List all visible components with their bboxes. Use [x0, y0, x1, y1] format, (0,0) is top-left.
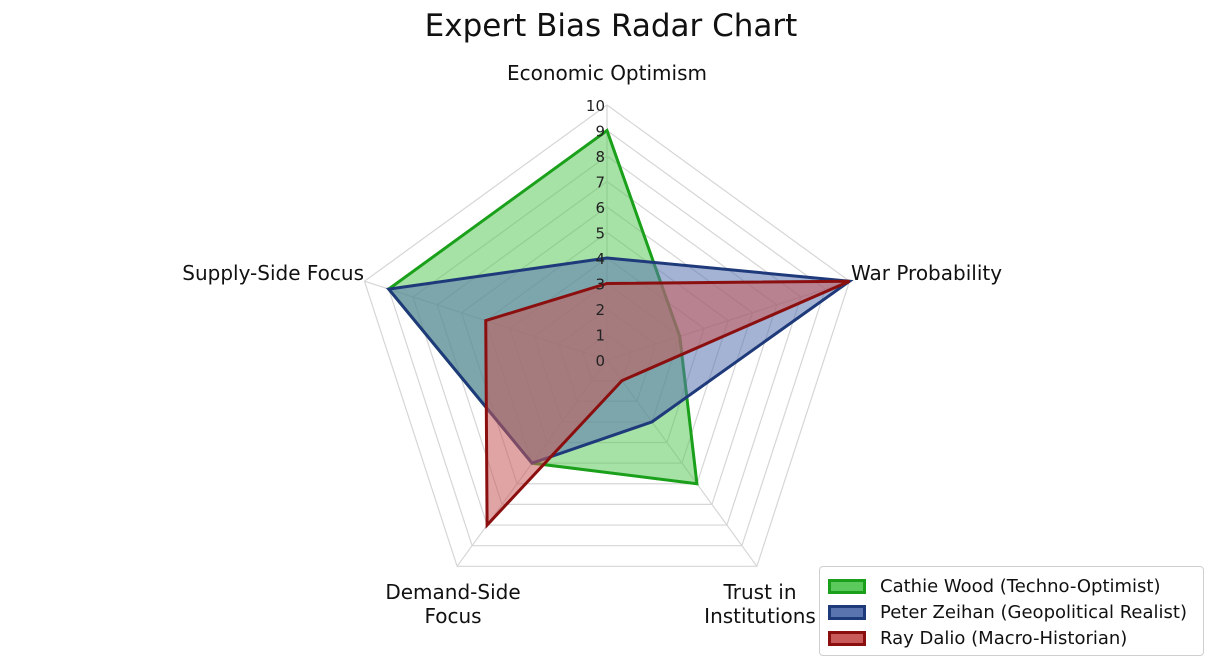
legend: Cathie Wood (Techno-Optimist) Peter Zeiha… — [819, 566, 1204, 656]
tick-label-7: 7 — [595, 174, 605, 192]
legend-item: Peter Zeihan (Geopolitical Realist) — [828, 599, 1195, 625]
tick-label-6: 6 — [595, 199, 605, 217]
legend-swatch-1 — [828, 604, 866, 620]
tick-label-4: 4 — [595, 250, 605, 268]
tick-label-5: 5 — [595, 225, 605, 243]
legend-swatch-2 — [828, 630, 866, 646]
legend-label-1: Peter Zeihan (Geopolitical Realist) — [880, 601, 1187, 623]
tick-label-9: 9 — [595, 123, 605, 141]
legend-label-0: Cathie Wood (Techno-Optimist) — [880, 575, 1161, 597]
tick-label-0: 0 — [595, 352, 605, 370]
legend-item: Ray Dalio (Macro-Historian) — [828, 625, 1195, 651]
radar-series — [385, 128, 854, 529]
tick-label-3: 3 — [595, 276, 605, 294]
series-polygon-2 — [484, 279, 851, 529]
chart-title: Expert Bias Radar Chart — [425, 8, 798, 44]
tick-label-10: 10 — [586, 97, 605, 115]
tick-label-8: 8 — [595, 148, 605, 166]
tick-label-2: 2 — [595, 301, 605, 319]
grid-ring-10 — [363, 104, 851, 567]
legend-swatch-0 — [828, 578, 866, 594]
axis-label-0: Economic Optimism — [507, 61, 707, 85]
tick-label-1: 1 — [595, 327, 605, 345]
axis-label-1: War Probability — [851, 261, 1002, 285]
legend-label-2: Ray Dalio (Macro-Historian) — [880, 627, 1128, 649]
axis-label-4: Supply-Side Focus — [182, 261, 364, 285]
legend-item: Cathie Wood (Techno-Optimist) — [828, 573, 1195, 599]
radar-ticks: 0 1 2 3 4 5 6 7 8 9 10 — [586, 97, 605, 370]
